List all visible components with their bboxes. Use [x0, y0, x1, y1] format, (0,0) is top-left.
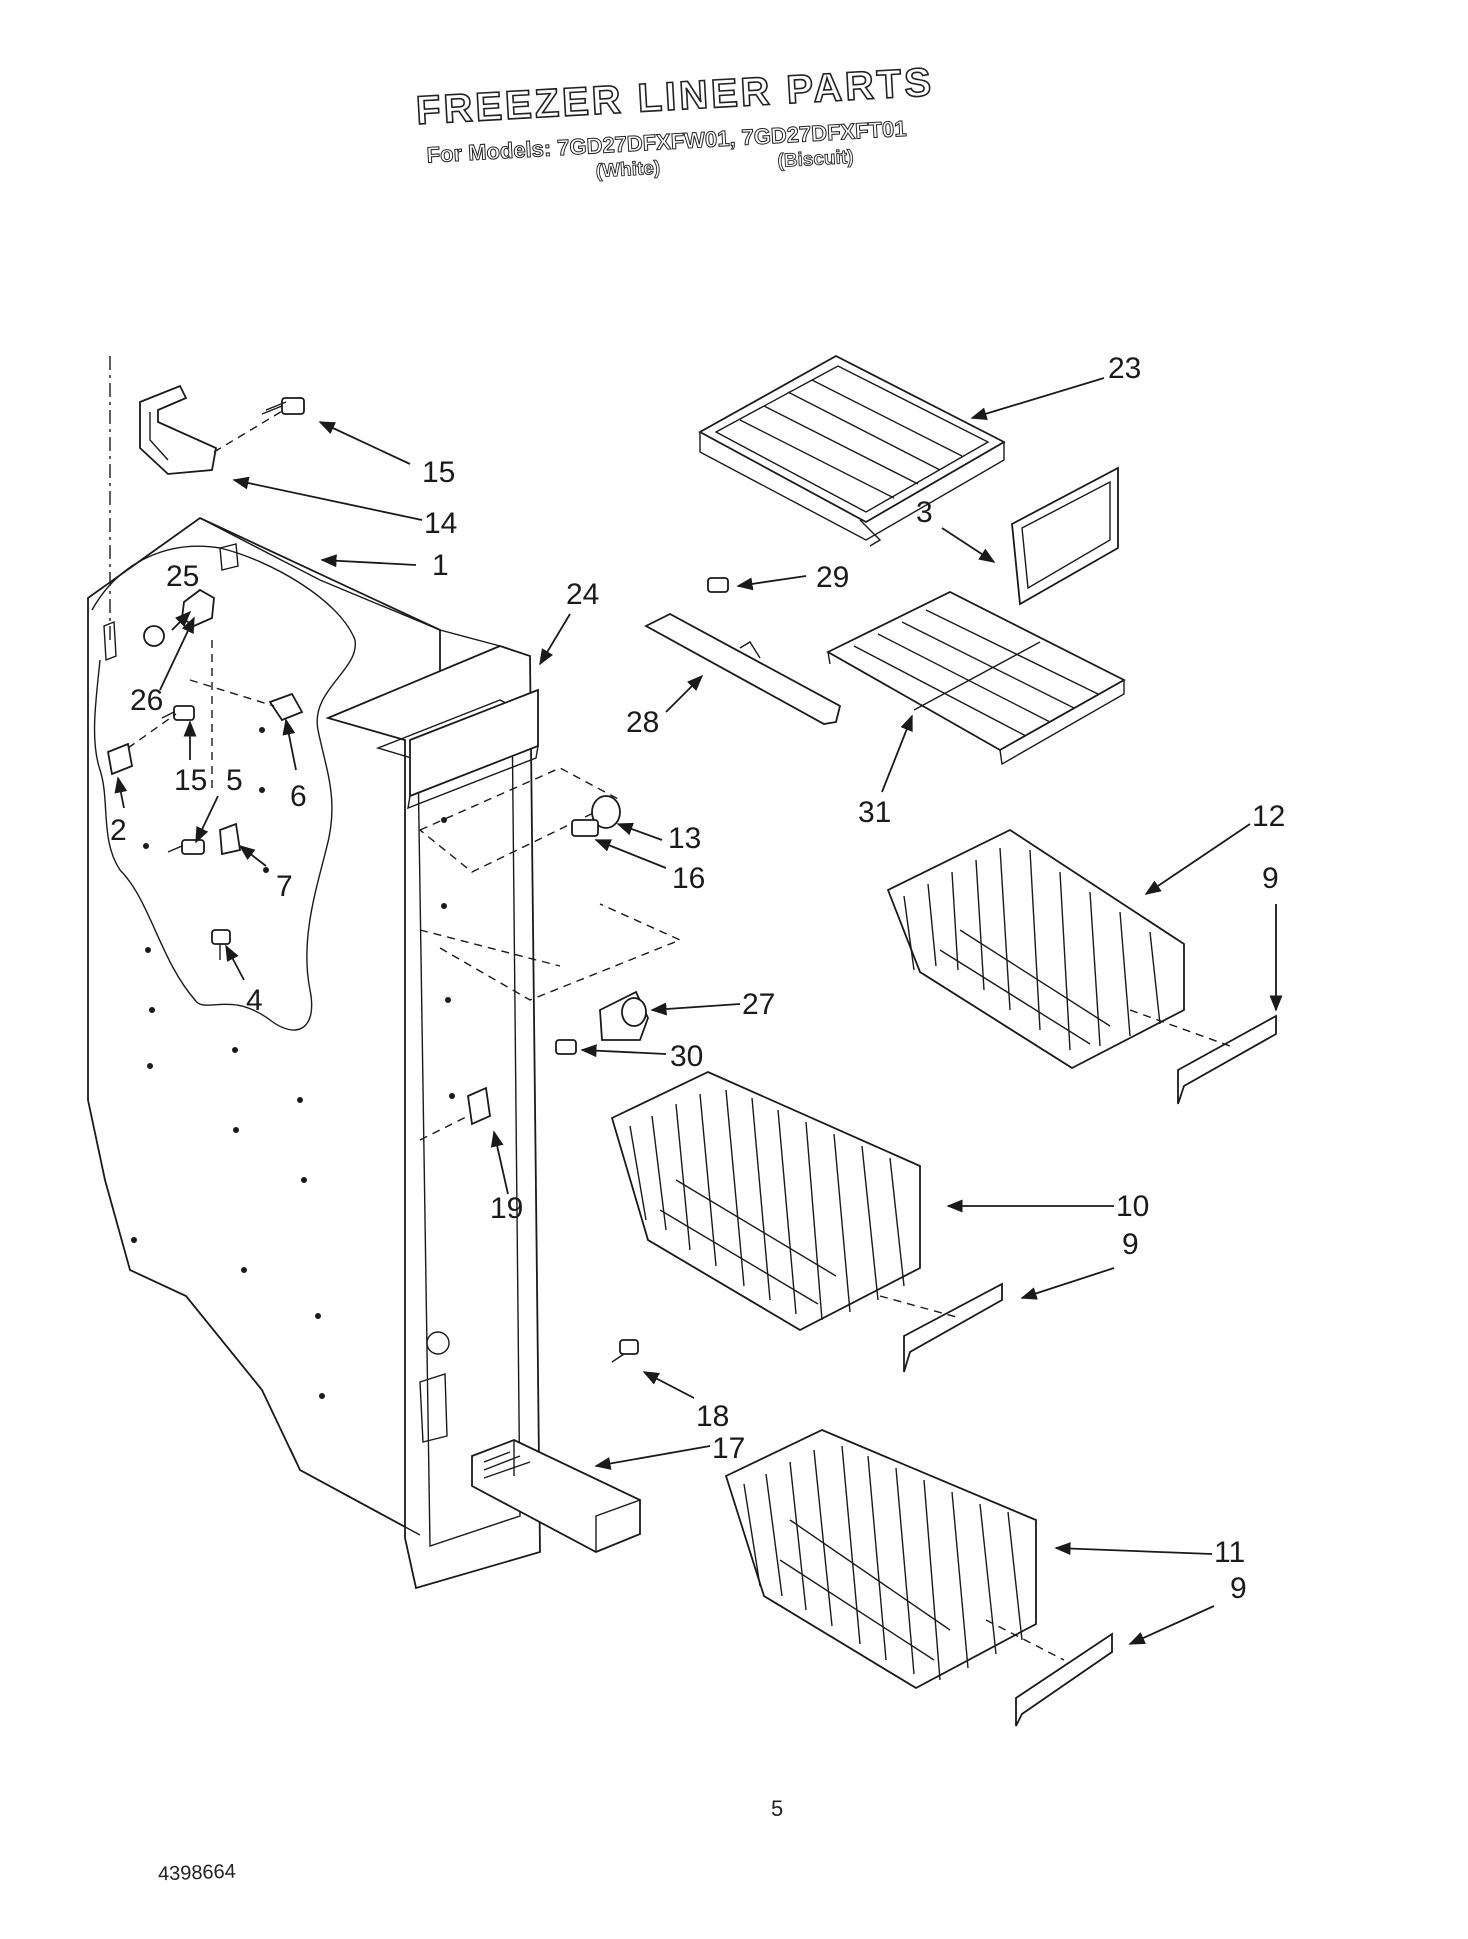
clip-part-2: [106, 742, 134, 776]
callout-15-left: 15: [174, 764, 207, 797]
screw-part-15-left: [161, 705, 195, 721]
bracket-part-7: [219, 822, 242, 856]
callout-31: 31: [858, 796, 891, 829]
rail-part-9-upper: [1177, 1014, 1277, 1105]
callout-10: 10: [1116, 1190, 1149, 1223]
screw-part-4: [211, 929, 231, 960]
callout-13: 13: [668, 822, 701, 855]
grille-part-17: [471, 1439, 641, 1553]
callout-numbers: 23 3 15 14 1 24 29 28 31 12 9 13 16 27 3…: [110, 352, 1285, 1605]
alignment-line: [127, 713, 177, 749]
callout-9-upper: 9: [1262, 862, 1279, 895]
callout-7: 7: [276, 870, 293, 903]
screw-part-5: [167, 839, 205, 855]
screw-part-30: [555, 1039, 577, 1055]
callout-23: 23: [1108, 352, 1141, 385]
document-number: 4398664: [157, 1860, 237, 1886]
callout-16: 16: [672, 862, 705, 895]
page-number: 5: [771, 1796, 784, 1821]
callout-24: 24: [566, 578, 599, 611]
freezer-liner: [87, 516, 541, 1590]
rail-part-9-lower: [1015, 1632, 1113, 1727]
rail-part-28: [644, 612, 842, 725]
callout-6: 6: [290, 780, 307, 813]
alignment-line: [419, 1109, 481, 1141]
screw-part-29: [707, 577, 729, 593]
cover-part-24: [407, 688, 539, 810]
roller-part-13: [571, 795, 621, 837]
alignment-line: [419, 929, 561, 967]
housing-part-19: [467, 1086, 491, 1126]
callout-9-middle: 9: [1122, 1228, 1139, 1261]
callout-11: 11: [1214, 1536, 1245, 1569]
alignment-line: [439, 903, 682, 1001]
callout-27: 27: [742, 988, 775, 1021]
wire-shelf-part-31: [826, 590, 1126, 766]
basket-part-10: [610, 1071, 921, 1332]
alignment-line: [879, 1295, 961, 1319]
callout-26: 26: [130, 684, 163, 717]
callout-15-top: 15: [422, 456, 455, 489]
alignment-line: [1129, 1009, 1231, 1047]
leader-lines: [114, 377, 1283, 1645]
basket-part-11: [724, 1429, 1037, 1690]
callout-25: 25: [166, 560, 199, 593]
callout-4: 4: [246, 984, 263, 1017]
glass-part-3: [1011, 466, 1119, 606]
callout-28: 28: [626, 706, 659, 739]
callout-18: 18: [696, 1400, 729, 1433]
alignment-line: [213, 409, 285, 453]
callout-5: 5: [226, 764, 243, 797]
callout-12: 12: [1252, 800, 1285, 833]
callout-9-lower: 9: [1230, 1572, 1247, 1605]
shelf-part-23: [698, 354, 1006, 547]
bracket-part-14: [139, 384, 218, 475]
clip-part-6: [268, 692, 304, 722]
alignment-line: [189, 679, 275, 707]
callout-17: 17: [712, 1432, 745, 1465]
callout-29: 29: [816, 561, 849, 594]
callout-19: 19: [490, 1192, 523, 1225]
screw-part-18: [611, 1339, 639, 1363]
alignment-line: [418, 767, 622, 873]
callout-1: 1: [432, 549, 449, 582]
screw-part-15-top: [261, 397, 305, 415]
rail-part-9-middle: [903, 1282, 1003, 1373]
guide-part-27: [599, 990, 649, 1041]
callout-14: 14: [424, 507, 457, 540]
basket-part-12: [886, 828, 1185, 1070]
callout-2: 2: [110, 814, 127, 847]
callout-30: 30: [670, 1040, 703, 1073]
callout-3: 3: [916, 496, 933, 529]
alignment-line: [985, 1619, 1065, 1661]
